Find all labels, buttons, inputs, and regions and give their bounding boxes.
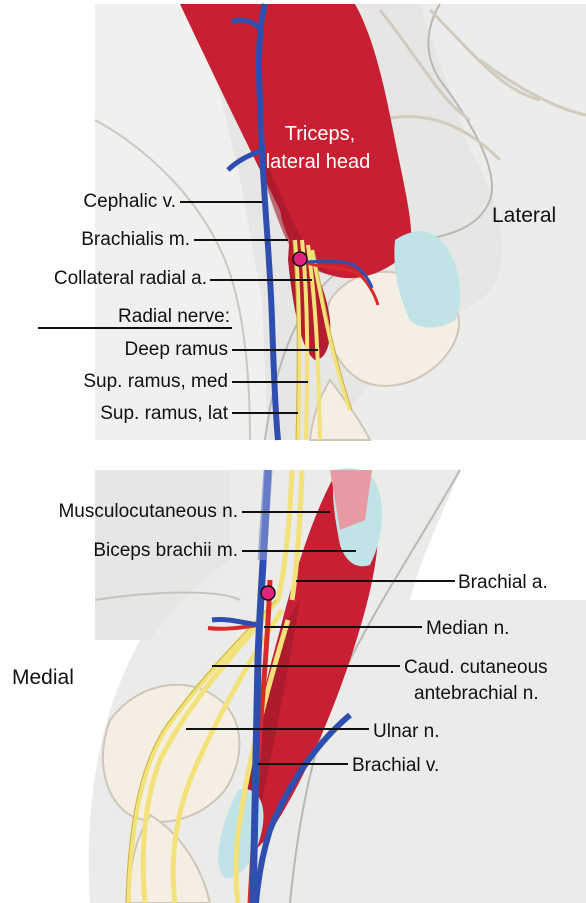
sup-ramus-med-label: Sup. ramus, med xyxy=(83,371,228,392)
lateral-label: Lateral xyxy=(492,204,556,227)
brachialis-m-label: Brachialis m. xyxy=(81,229,190,250)
brachial-vein-light xyxy=(262,470,268,560)
musculocutaneous-n-label: Musculocutaneous n. xyxy=(58,501,238,522)
biceps-brachii-m-label: Biceps brachii m. xyxy=(93,540,238,561)
ulnar-n-label: Ulnar n. xyxy=(373,721,440,742)
medial-label: Medial xyxy=(12,666,74,689)
triceps-label-line1: Triceps, xyxy=(285,123,355,145)
caud-cutaneous-label-line1: Caud. cutaneous xyxy=(404,657,548,678)
top-panel: Triceps, lateral head Lateral Cephalic v… xyxy=(38,4,586,440)
top-pink-marker xyxy=(293,252,307,266)
cephalic-v-label: Cephalic v. xyxy=(83,191,176,212)
brachial-a-label: Brachial a. xyxy=(458,572,548,593)
bottom-pink-marker xyxy=(261,586,275,600)
caud-cutaneous-label-line2: antebrachial n. xyxy=(414,683,539,704)
sup-ramus-lat-label: Sup. ramus, lat xyxy=(100,403,228,424)
median-n-label: Median n. xyxy=(426,618,509,639)
bottom-panel: Medial Musculocutaneous n. Biceps brachi… xyxy=(12,465,586,903)
collateral-radial-a-label: Collateral radial a. xyxy=(54,268,207,289)
triceps-label-line2: lateral head xyxy=(266,151,371,173)
radial-nerve-heading: Radial nerve: xyxy=(118,306,230,327)
brachial-v-label: Brachial v. xyxy=(352,755,439,776)
deep-ramus-label: Deep ramus xyxy=(125,339,229,360)
